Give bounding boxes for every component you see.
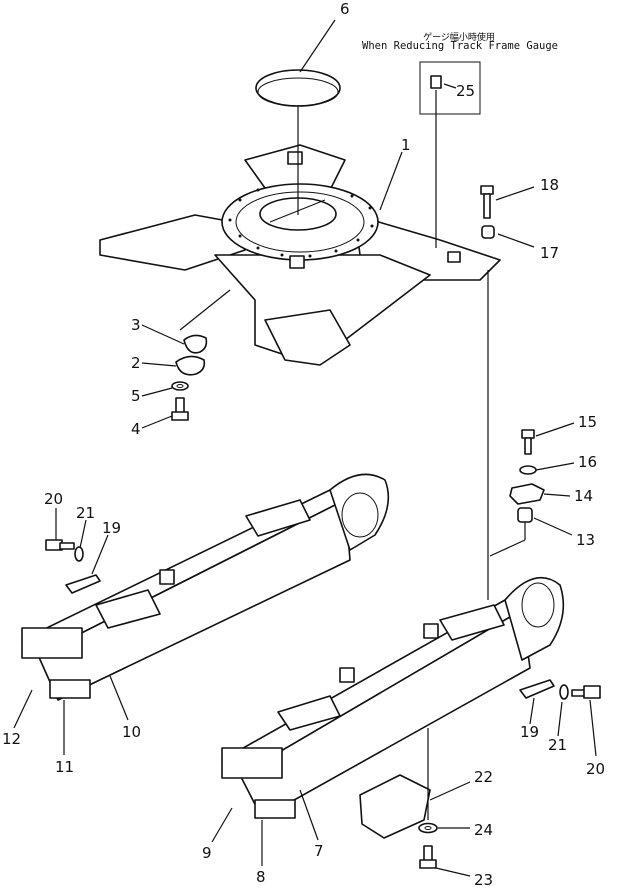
callout-2: 2 — [131, 354, 141, 372]
part-shim-2 — [175, 355, 206, 376]
part-guard-22 — [359, 774, 431, 839]
part-plate-14 — [509, 483, 545, 505]
part-washer-21-right — [559, 684, 569, 700]
callout-22: 22 — [474, 768, 493, 786]
callout-13: 13 — [576, 531, 595, 549]
callout-17: 17 — [540, 244, 559, 262]
callout-19-left: 19 — [102, 519, 121, 537]
part-track-frame-left-10 — [21, 473, 390, 701]
part-washer-24 — [418, 822, 438, 834]
callout-20-right: 20 — [586, 760, 605, 778]
part-bolt-20-left — [45, 539, 75, 551]
callout-18: 18 — [540, 176, 559, 194]
callout-1: 1 — [401, 136, 411, 154]
part-bolt-18 — [480, 185, 494, 219]
callout-16: 16 — [578, 453, 597, 471]
part-bolt-23 — [419, 845, 437, 869]
callout-11: 11 — [55, 758, 74, 776]
callout-12: 12 — [2, 730, 21, 748]
part-bolt-4 — [171, 397, 189, 421]
part-plate-19-right — [519, 679, 555, 699]
callout-19-right: 19 — [520, 723, 539, 741]
callout-4: 4 — [131, 420, 141, 438]
part-spacer-17 — [481, 225, 495, 239]
callout-5: 5 — [131, 387, 141, 405]
callout-25: 25 — [456, 82, 475, 100]
part-washer-16 — [519, 465, 537, 475]
part-center-frame-1 — [99, 144, 501, 366]
leader-lines — [13, 19, 597, 877]
callout-21-left: 21 — [76, 504, 95, 522]
part-spacer-13 — [517, 507, 533, 523]
callout-21-right: 21 — [548, 736, 567, 754]
callout-6: 6 — [340, 0, 350, 18]
callout-3: 3 — [131, 316, 141, 334]
part-bolt-15 — [521, 429, 535, 455]
callout-8: 8 — [256, 868, 266, 886]
gauge-note-english: When Reducing Track Frame Gauge — [362, 40, 558, 52]
gauge-note-japanese: ゲージ幅小時使用 — [423, 33, 495, 43]
callout-10: 10 — [122, 723, 141, 741]
part-washer-5 — [171, 381, 189, 391]
callout-24: 24 — [474, 821, 493, 839]
callout-23: 23 — [474, 871, 493, 888]
callout-numbers: 6 25 1 18 17 3 2 5 4 15 16 14 13 20 21 1… — [2, 0, 605, 888]
callout-9: 9 — [202, 844, 212, 862]
callout-15: 15 — [578, 413, 597, 431]
part-shim-3 — [183, 334, 208, 354]
part-bolt-20-right — [571, 685, 601, 699]
callout-20-left: 20 — [44, 490, 63, 508]
part-washer-21-left — [74, 546, 84, 562]
part-spacer-25 — [419, 61, 481, 115]
part-ring-6 — [255, 69, 341, 107]
callout-7: 7 — [314, 842, 324, 860]
part-track-frame-right-7 — [221, 576, 565, 819]
part-plate-19-left — [65, 574, 101, 594]
callout-14: 14 — [574, 487, 593, 505]
